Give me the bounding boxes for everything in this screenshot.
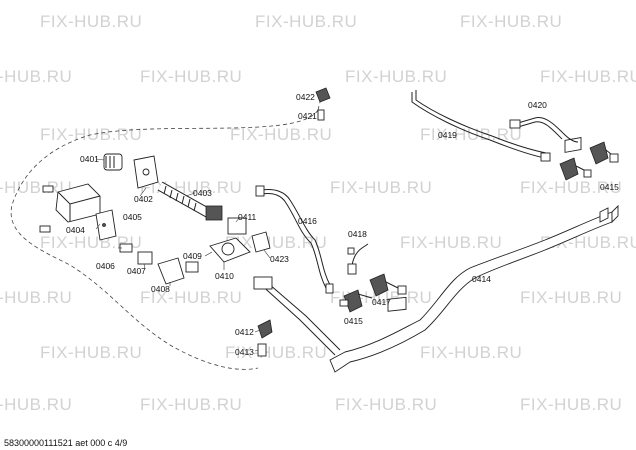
valve-0415-right <box>589 141 619 165</box>
pipe-0419 <box>411 92 546 159</box>
nipple-0407 <box>137 251 153 265</box>
part-label: 0420 <box>528 100 547 110</box>
valve-body-0410 <box>209 237 251 263</box>
part-label: 0423 <box>270 254 289 264</box>
part-label: 0415 <box>344 316 363 326</box>
pipe-0419-inner <box>415 90 547 154</box>
part-labels: 0401 0402 0403 0404 0405 0406 0407 0408 … <box>66 92 619 357</box>
part-label: 0406 <box>96 261 115 271</box>
part-label: 0409 <box>183 251 202 261</box>
manifold-end-cap <box>253 276 273 290</box>
part-label: 0419 <box>438 130 457 140</box>
bracket-0402 <box>133 155 159 189</box>
elbow-0412 <box>257 319 273 339</box>
watermark-text: FIX-HUB.RU <box>40 343 142 362</box>
watermark-text: FIX-HUB.RU <box>225 343 327 362</box>
elbow-0408 <box>157 257 185 285</box>
part-label: 0402 <box>134 194 153 204</box>
watermark-text: FIX-HUB.RU <box>225 233 327 252</box>
connector-box-0404 <box>39 183 101 233</box>
leader-lines <box>95 158 271 352</box>
jet-0413 <box>257 343 267 357</box>
part-label: 0412 <box>235 327 254 337</box>
part-label: 0411 <box>238 212 257 222</box>
part-label: 0415 <box>600 182 619 192</box>
watermark-text: FIX-HUB.RU <box>140 288 242 307</box>
watermark-text: FIX-HUB.RU <box>420 125 522 144</box>
watermark-text: FIX-HUB.RU <box>0 395 72 414</box>
watermark-text: FIX-HUB.RU <box>0 178 72 197</box>
watermark-text: FIX-HUB.RU <box>540 67 636 86</box>
watermark-text: FIX-HUB.RU <box>230 125 332 144</box>
hose-0403 <box>157 181 213 219</box>
dashed-group-outline <box>10 101 321 370</box>
part-label: 0416 <box>298 216 317 226</box>
plate-0405 <box>95 209 117 241</box>
watermark-text: FIX-HUB.RU <box>420 343 522 362</box>
watermark-layer: FIX-HUB.RU FIX-HUB.RU FIX-HUB.RU FIX-HUB… <box>0 12 636 414</box>
watermark-text: FIX-HUB.RU <box>40 233 142 252</box>
fitting-0409 <box>185 261 199 273</box>
pipe-0418-nut <box>347 263 357 275</box>
part-label: 0401 <box>80 154 99 164</box>
manifold-rail <box>257 281 336 356</box>
part-label: 0414 <box>472 274 491 284</box>
part-label: 0410 <box>215 271 234 281</box>
valve-0417 <box>369 273 407 297</box>
pipe-0420-inner <box>517 121 563 140</box>
watermark-text: FIX-HUB.RU <box>335 395 437 414</box>
part-label: 0417 <box>372 297 391 307</box>
watermark-text: FIX-HUB.RU <box>0 288 72 307</box>
jet-0421 <box>317 109 325 121</box>
part-label: 0418 <box>348 229 367 239</box>
main-gas-bar <box>329 137 619 373</box>
watermark-text: FIX-HUB.RU <box>40 12 142 31</box>
elbow-0423 <box>251 231 271 253</box>
valve-right-lower <box>559 157 592 181</box>
part-label: 0422 <box>296 92 315 102</box>
pipe-0420 <box>517 116 579 143</box>
watermark-text: FIX-HUB.RU <box>520 178 622 197</box>
watermark-text: FIX-HUB.RU <box>520 395 622 414</box>
watermark-text: FIX-HUB.RU <box>0 67 72 86</box>
pipe-0416-nut <box>255 185 265 197</box>
part-label: 0408 <box>151 284 170 294</box>
watermark-text: FIX-HUB.RU <box>255 12 357 31</box>
pipe-0420-nut <box>509 119 521 129</box>
pipe-0416 <box>261 189 331 286</box>
pipe-0419-nut <box>540 152 551 162</box>
watermark-text: FIX-HUB.RU <box>330 178 432 197</box>
part-label: 0413 <box>235 347 254 357</box>
pipe-0416-end <box>325 283 334 294</box>
watermark-text: FIX-HUB.RU <box>140 67 242 86</box>
part-label: 0421 <box>298 111 317 121</box>
watermark-text: FIX-HUB.RU <box>520 288 622 307</box>
part-label: 0405 <box>123 212 142 222</box>
watermark-text: FIX-HUB.RU <box>345 67 447 86</box>
manifold-rail-edge <box>261 277 341 351</box>
regulator-0401 <box>103 153 123 171</box>
part-label: 0403 <box>193 188 212 198</box>
valve-0415-left <box>339 289 373 313</box>
watermark-text: FIX-HUB.RU <box>140 395 242 414</box>
pipe-0418-fitting <box>347 247 355 255</box>
watermark-text: FIX-HUB.RU <box>460 12 562 31</box>
part-label: 0407 <box>127 266 146 276</box>
part-label: 0404 <box>66 225 85 235</box>
pipe-0416-inner <box>261 193 327 289</box>
elbow-fitting-0422 <box>315 87 331 103</box>
watermark-text: FIX-HUB.RU <box>400 233 502 252</box>
drawing-reference-code: 58300000111521 aet 000 c 4/9 <box>4 438 127 448</box>
union-0411 <box>205 205 247 235</box>
